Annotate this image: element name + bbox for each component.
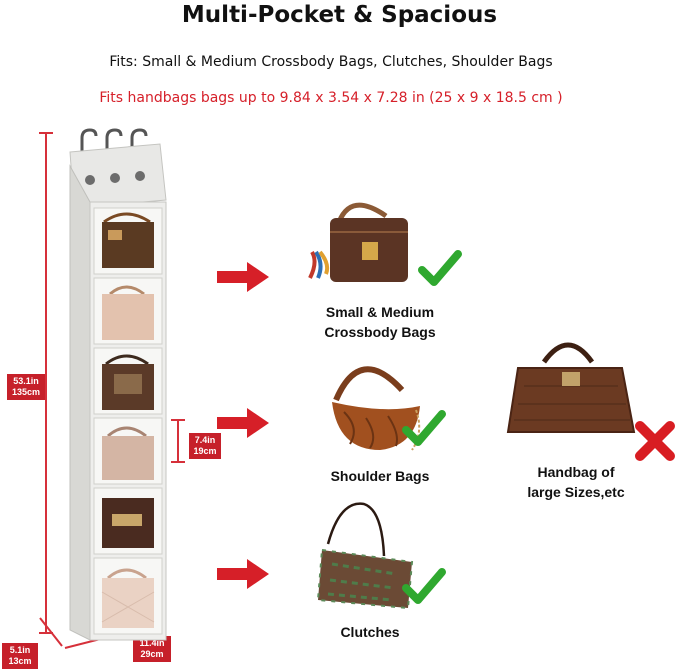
category-label-clutches: Clutches <box>340 624 400 640</box>
check-icon-2 <box>402 410 446 446</box>
height-dimension-label: 53.1in 135cm <box>7 374 45 400</box>
pocket-dimension-line <box>177 420 179 462</box>
hanging-organizer-image <box>69 128 167 641</box>
pocket-dimension-tick-bottom <box>171 461 185 463</box>
arrow-right-icon-2 <box>217 408 269 438</box>
height-dimension-tick-top <box>39 132 53 134</box>
category-label-shoulder: Shoulder Bags <box>330 468 430 484</box>
arrow-right-icon-3 <box>217 559 269 589</box>
dimensions-subtitle: Fits handbags bags up to 9.84 x 3.54 x 7… <box>99 90 563 106</box>
large-handbag-image <box>506 342 636 433</box>
pocket-dimension-tick-top <box>171 419 185 421</box>
page-title: Multi-Pocket & Spacious <box>181 2 498 28</box>
check-icon-1 <box>418 250 462 286</box>
pocket-dimension-label: 7.4in 19cm <box>189 433 221 459</box>
check-icon-3 <box>402 568 446 604</box>
fits-subtitle: Fits: Small & Medium Crossbody Bags, Clu… <box>109 54 553 70</box>
arrow-right-icon-1 <box>217 262 269 292</box>
cross-icon <box>635 421 675 461</box>
not-fit-label: Handbag of large Sizes,etc <box>527 464 625 500</box>
height-dimension-tick-bottom <box>39 632 53 634</box>
height-dimension-line <box>45 133 47 633</box>
depth-dimension-label: 5.1in 13cm <box>2 643 38 669</box>
category-label-crossbody: Small & Medium Crossbody Bags <box>324 304 436 340</box>
crossbody-bag-image <box>308 202 408 282</box>
shoulder-bag-image <box>332 366 421 451</box>
clutch-image <box>316 502 414 610</box>
